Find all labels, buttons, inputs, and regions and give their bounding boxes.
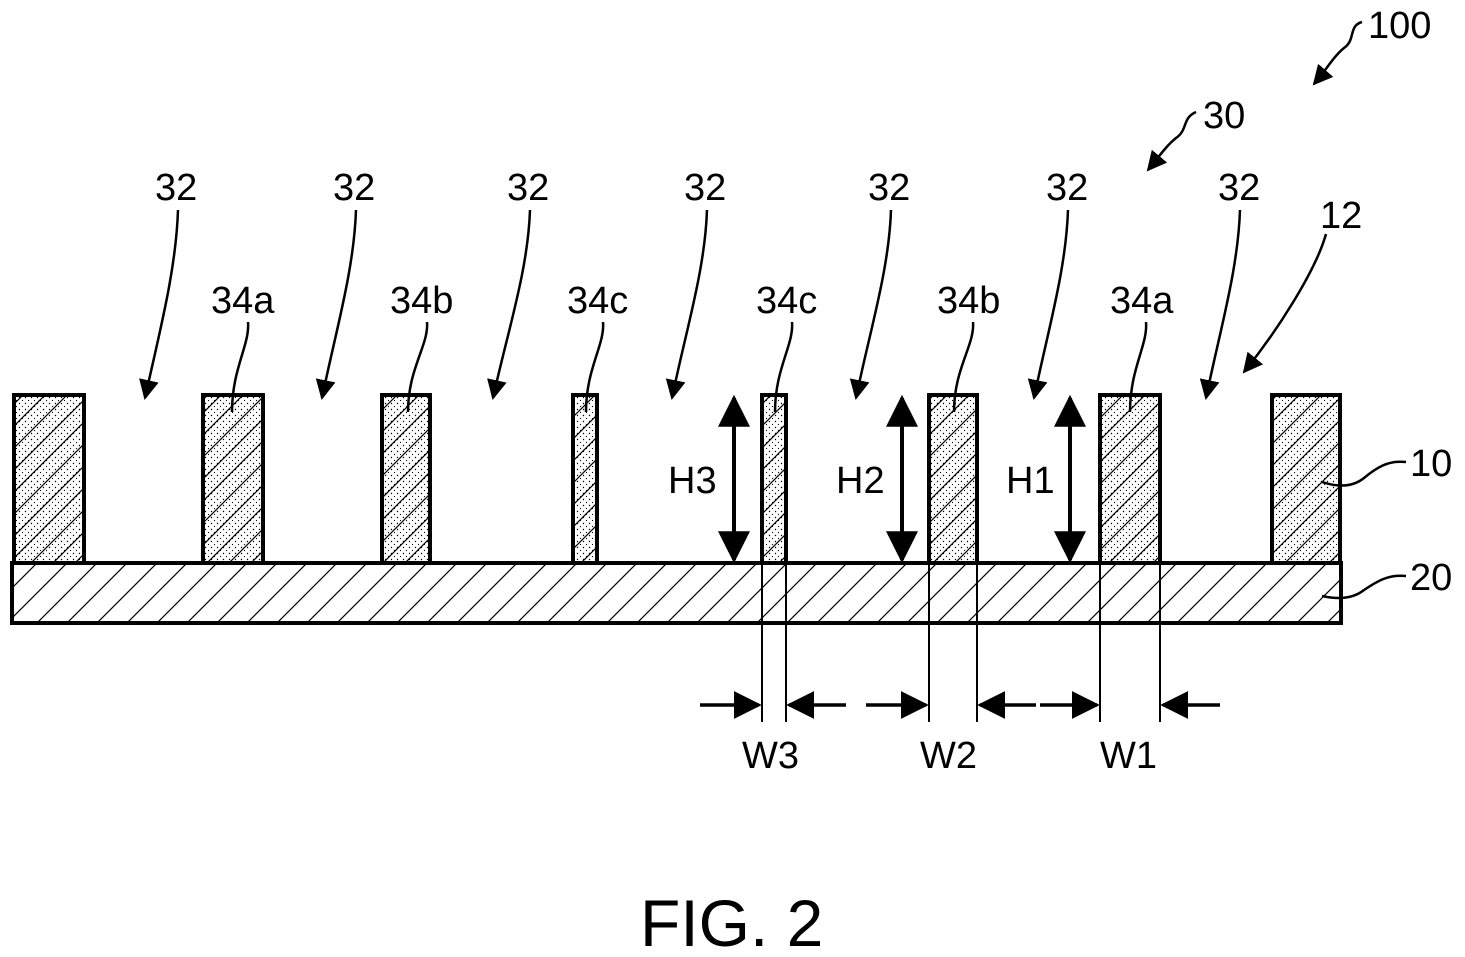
ref-label-30: 30 <box>1203 95 1245 137</box>
height-label-h2: H2 <box>836 460 885 502</box>
pillar-labels: 34a 34b 34c 34c 34b 34a <box>211 280 1174 412</box>
recess-label-1: 32 <box>155 167 197 209</box>
ref-label-20: 20 <box>1410 557 1452 599</box>
pillar-label-6: 34a <box>1110 280 1174 322</box>
pillar-34a-right <box>1100 395 1160 563</box>
pillar-label-3: 34c <box>567 280 628 322</box>
recess-label-7: 32 <box>1218 167 1260 209</box>
recess-arrow-5 <box>856 210 891 398</box>
ref-arrow-100 <box>1314 22 1362 84</box>
pillar-34c-left <box>573 395 597 563</box>
base-layer-20 <box>12 563 1341 623</box>
ref-arrow-30 <box>1148 112 1196 170</box>
pillar-34b-left <box>382 395 430 563</box>
recess-arrow-6 <box>1034 210 1068 398</box>
figure-caption: FIG. 2 <box>640 886 823 957</box>
pillar-label-1: 34a <box>211 280 275 322</box>
width-label-w3: W3 <box>742 735 799 777</box>
pillar-34a-left <box>203 395 263 563</box>
width-label-w1: W1 <box>1100 735 1157 777</box>
pillar-label-2: 34b <box>390 280 453 322</box>
recess-arrow-4 <box>672 210 707 398</box>
width-label-w2: W2 <box>920 735 977 777</box>
ref-label-10: 10 <box>1410 443 1452 485</box>
recess-arrow-1 <box>145 210 178 398</box>
recess-arrow-7 <box>1206 210 1240 398</box>
recess-labels: 32 32 32 32 32 32 32 <box>145 167 1260 398</box>
height-dimensions: H3 H2 H1 <box>668 398 1070 560</box>
recess-label-2: 32 <box>333 167 375 209</box>
ref-arrow-12 <box>1244 234 1326 372</box>
pillar-label-5: 34b <box>937 280 1000 322</box>
ref-label-12: 12 <box>1320 195 1362 237</box>
recess-label-5: 32 <box>868 167 910 209</box>
ref-label-100: 100 <box>1368 5 1431 47</box>
height-label-h3: H3 <box>668 460 717 502</box>
pillar-34b-right <box>929 395 977 563</box>
recess-arrow-3 <box>493 210 530 398</box>
pillar-label-4: 34c <box>756 280 817 322</box>
recess-label-6: 32 <box>1046 167 1088 209</box>
outer-wall-right <box>1272 395 1340 563</box>
recess-arrow-2 <box>322 210 356 398</box>
recess-label-4: 32 <box>684 167 726 209</box>
recess-label-3: 32 <box>507 167 549 209</box>
pillar-34c-right <box>762 395 786 563</box>
height-label-h1: H1 <box>1006 460 1055 502</box>
outer-wall-left <box>14 395 84 563</box>
